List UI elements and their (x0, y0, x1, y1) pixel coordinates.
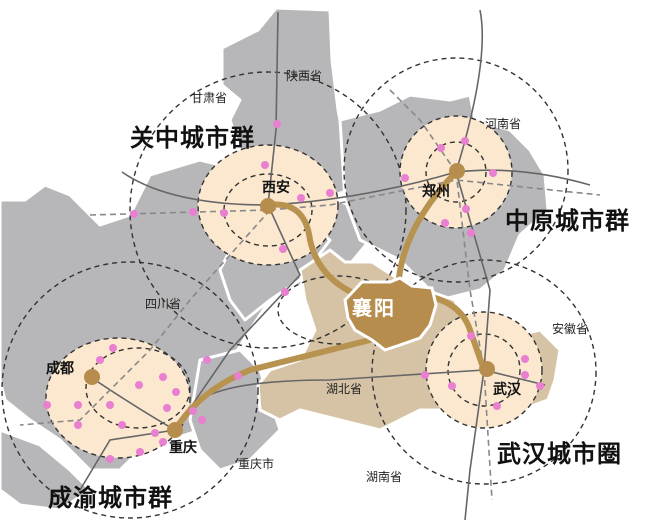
cluster-label-wuhan: 武汉城市圈 (497, 440, 622, 468)
cluster-label-zhongyuan: 中原城市群 (505, 207, 630, 235)
focus-city-label: 襄阳 (352, 296, 396, 320)
inner-rings (85, 141, 521, 429)
province-label-hubei: 湖北省 (326, 382, 363, 396)
network-nodes (43, 120, 544, 463)
province-label-sichuan: 四川省 (145, 297, 182, 311)
province-label-gansu: 甘肃省 (191, 91, 228, 105)
province-label-chongqingshi: 重庆市 (238, 457, 275, 471)
province-label-hunan: 湖南省 (366, 470, 403, 484)
province-label-anhui: 安徽省 (552, 322, 589, 336)
city-label-wuhan: 武汉 (493, 382, 521, 398)
city-label-chengdu: 成都 (46, 361, 74, 377)
city-label-zhengzhou: 郑州 (422, 184, 450, 200)
xiangyang-area (343, 276, 438, 352)
city-label-xian: 西安 (262, 180, 290, 196)
province-label-henan: 河南省 (485, 117, 522, 131)
cluster-label-chengyu: 成渝城市群 (48, 484, 173, 512)
planned-rail (19, 89, 601, 501)
cluster-label-guanzhong: 关中城市群 (130, 124, 255, 152)
province-label-shaanxi: 陕西省 (286, 69, 323, 83)
core-city-dots (84, 163, 495, 438)
city-label-chongqing: 重庆 (169, 440, 197, 456)
